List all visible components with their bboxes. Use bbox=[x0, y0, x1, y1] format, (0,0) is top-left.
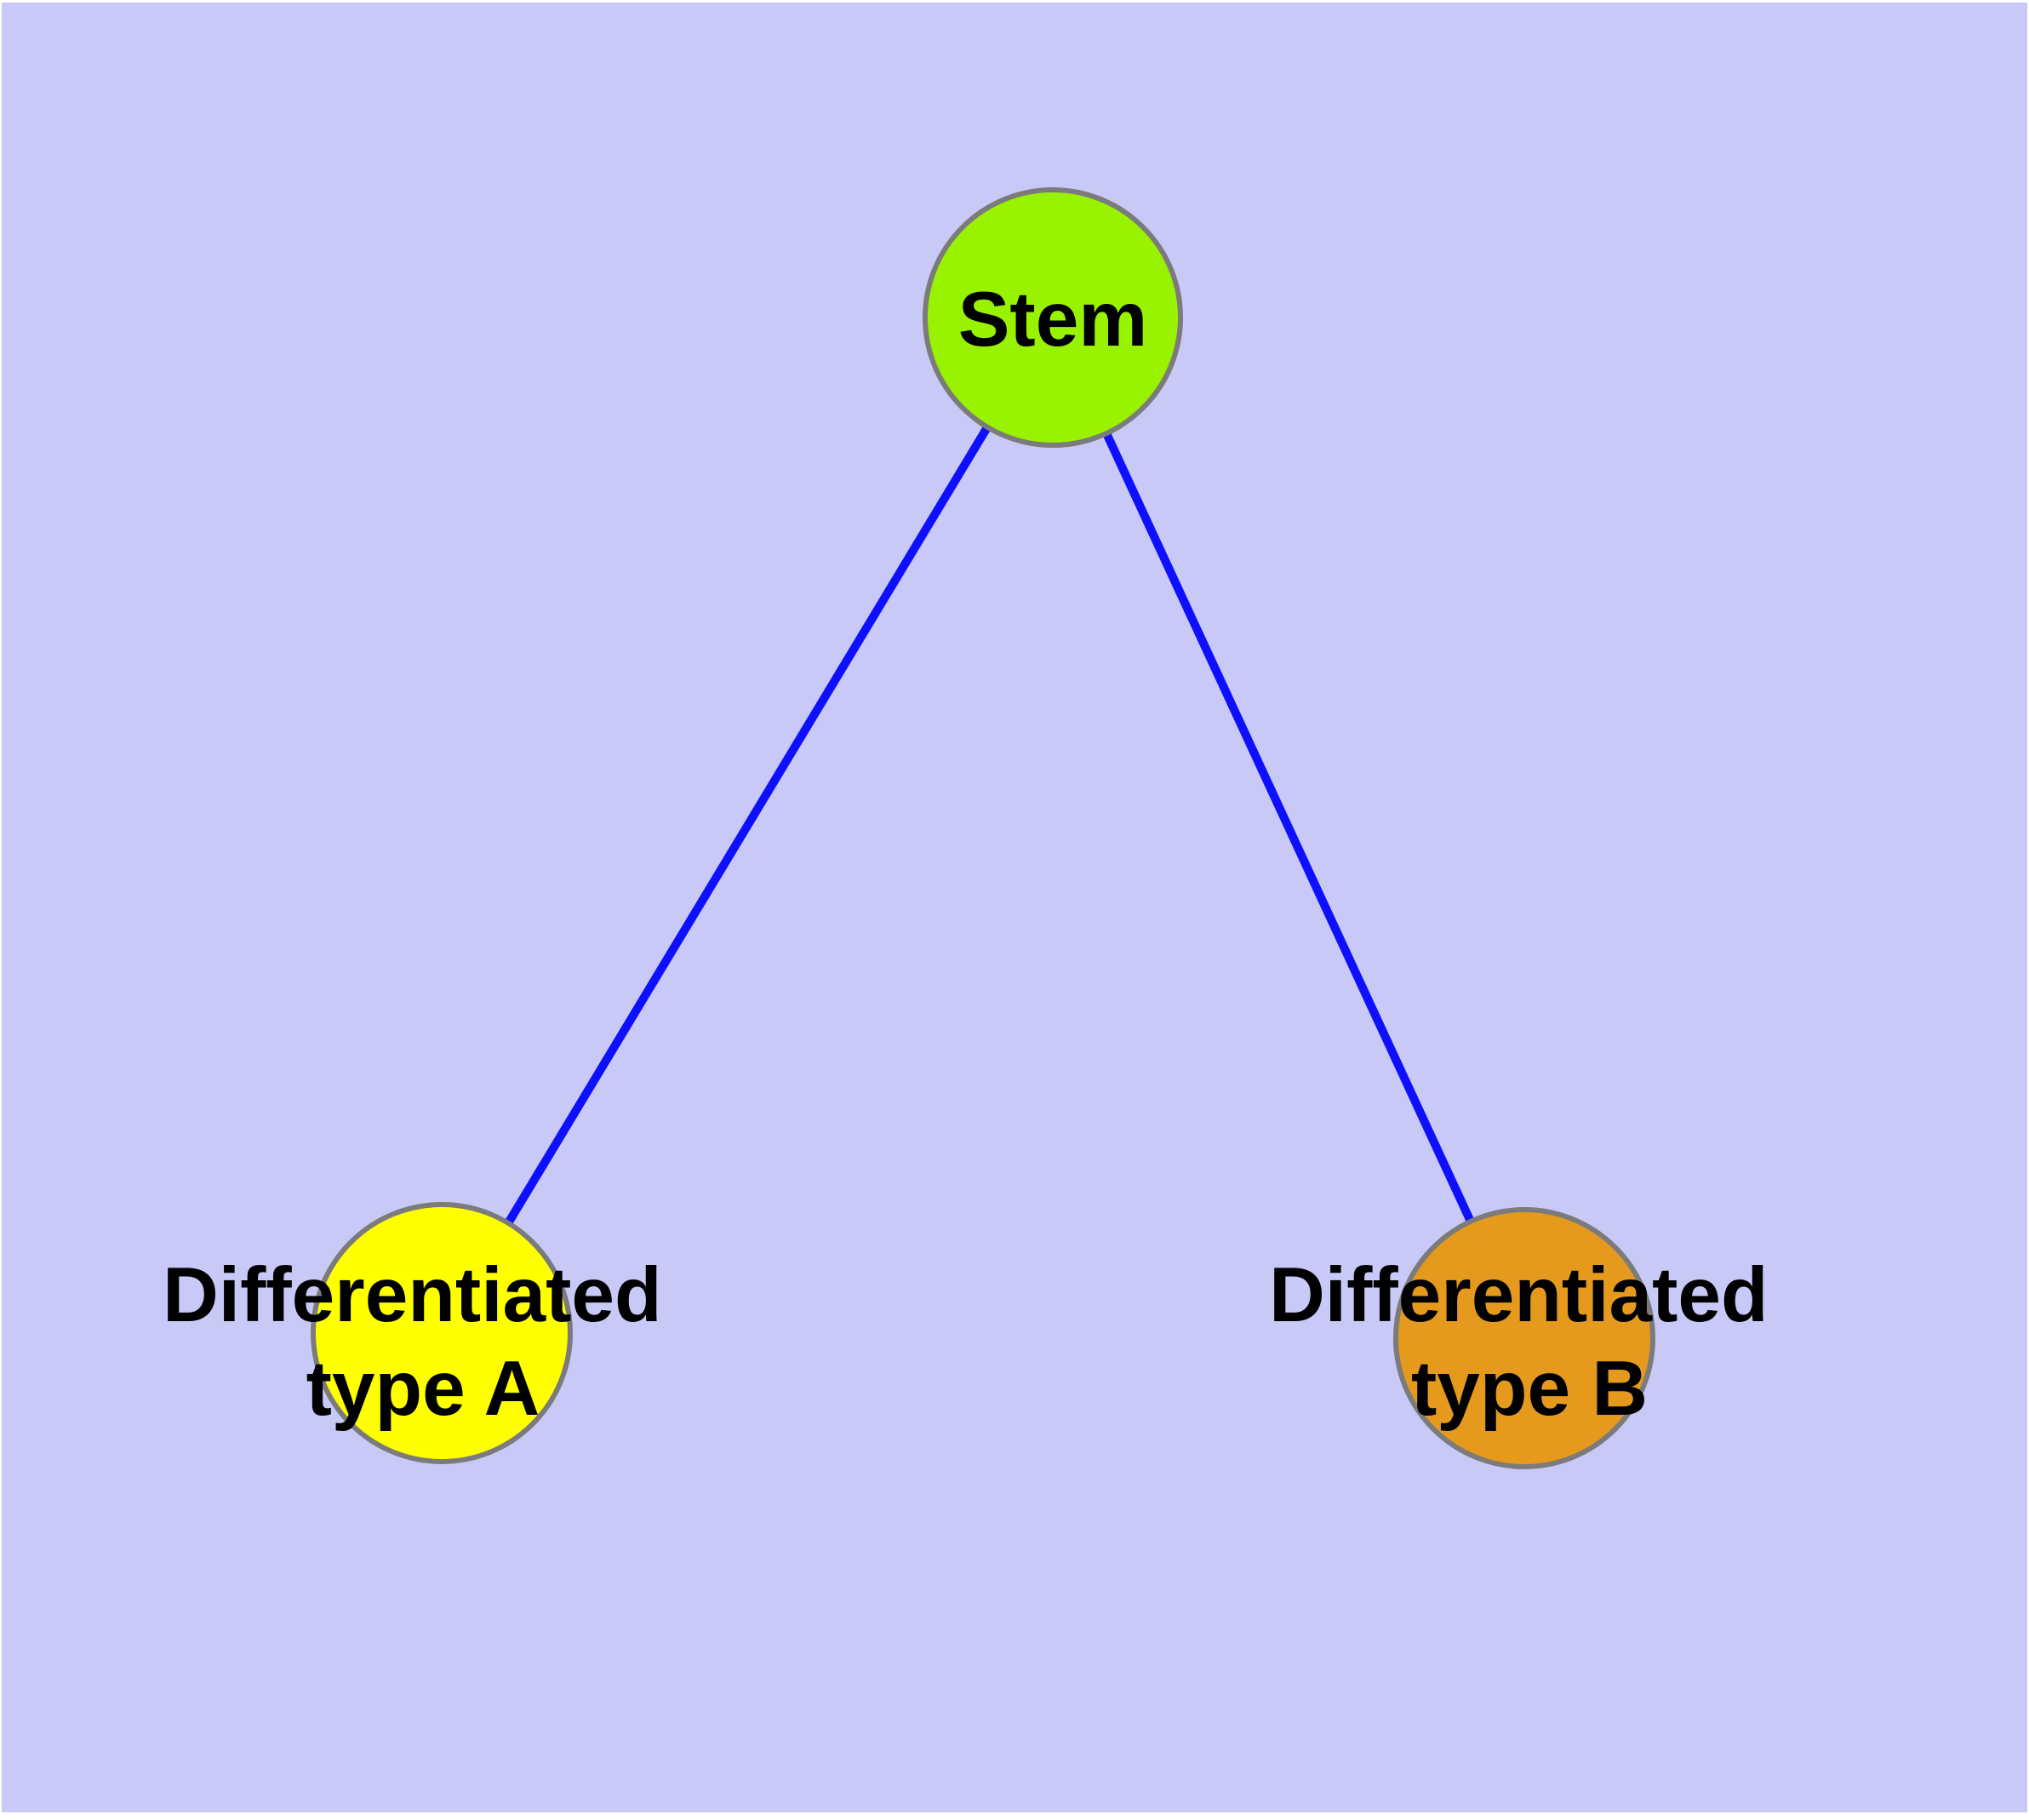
node-type-b-label-line-2: type B bbox=[1411, 1346, 1648, 1432]
node-type-a-label-line-1: Differentiated bbox=[163, 1252, 662, 1338]
node-type-a-label: Differentiated type A bbox=[163, 1252, 683, 1432]
node-differentiated-type-a bbox=[311, 1202, 573, 1464]
node-differentiated-type-b bbox=[1393, 1207, 1655, 1469]
node-type-b-label: Differentiated type B bbox=[1269, 1252, 1790, 1432]
node-stem-label: Stem bbox=[958, 277, 1148, 363]
node-type-b-label-line-1: Differentiated bbox=[1269, 1252, 1769, 1338]
node-stem bbox=[923, 187, 1183, 448]
edge-stem-to-type-b bbox=[1102, 431, 1475, 1224]
node-type-a-label-line-2: type A bbox=[306, 1346, 540, 1432]
edge-stem-to-type-a bbox=[504, 425, 992, 1226]
